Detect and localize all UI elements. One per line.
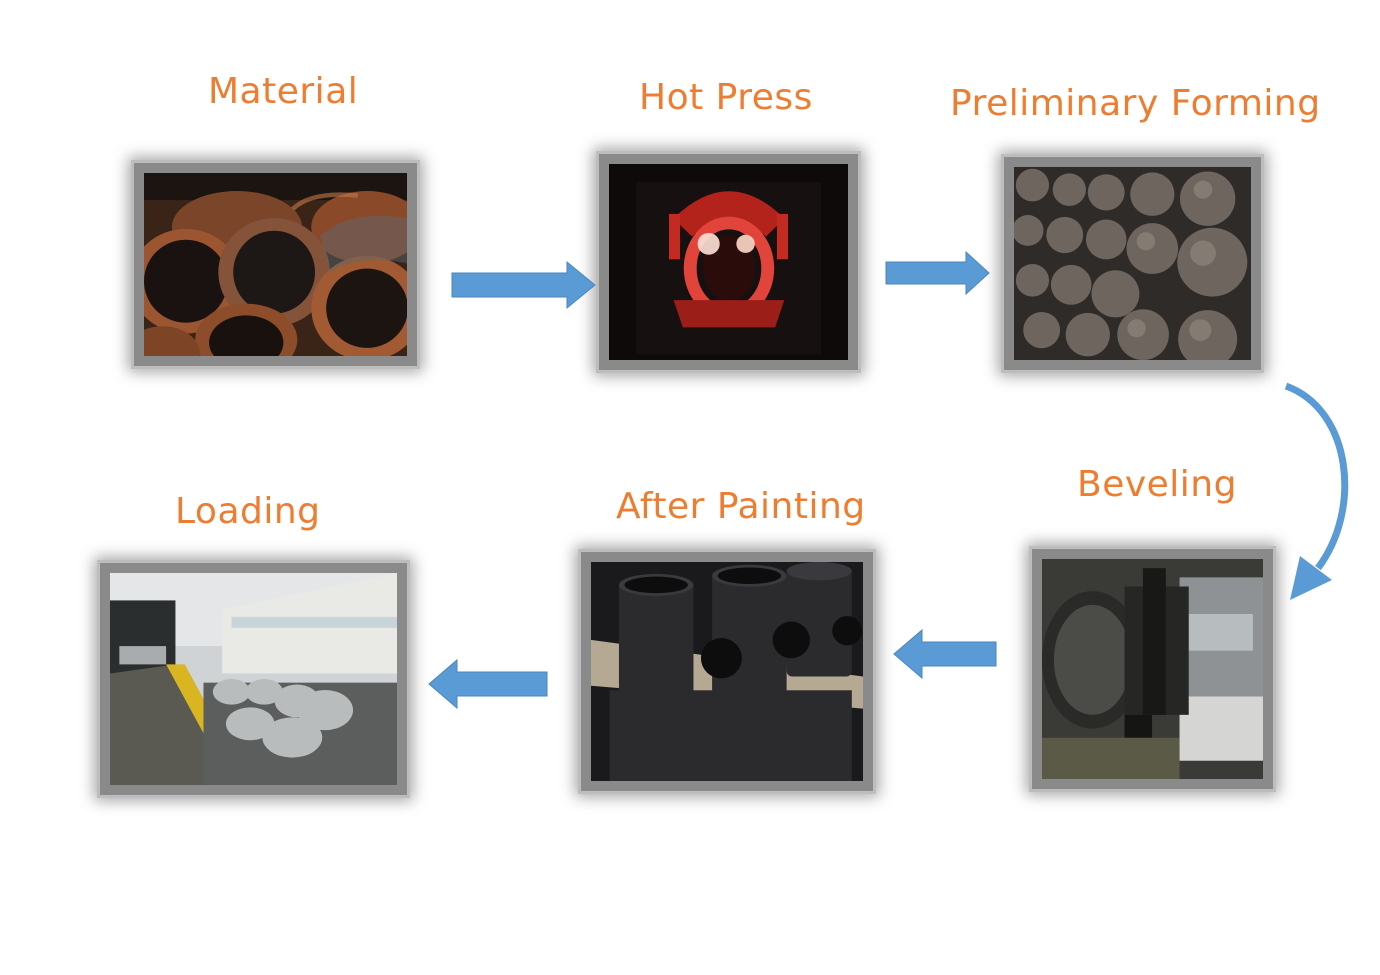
step-label-hot-press: Hot Press (639, 77, 813, 118)
step-label-material: Material (208, 71, 359, 112)
beveling-photo (1032, 549, 1273, 789)
arrow-left-2 (428, 658, 548, 710)
arrow-left-1 (893, 628, 997, 680)
step-label-loading: Loading (175, 491, 321, 532)
arrow-right-1 (451, 260, 596, 310)
loading-photo (100, 563, 407, 795)
arrow-right-2 (885, 250, 990, 296)
arrow-curved-down (1284, 382, 1349, 600)
step-label-preliminary-forming: Preliminary Forming (950, 83, 1321, 124)
step-label-beveling: Beveling (1077, 464, 1237, 505)
material-photo (134, 163, 417, 366)
after-painting-photo (581, 552, 873, 791)
preliminary-forming-photo (1004, 157, 1261, 370)
hot-press-photo (599, 154, 858, 370)
step-label-after-painting: After Painting (616, 486, 866, 527)
